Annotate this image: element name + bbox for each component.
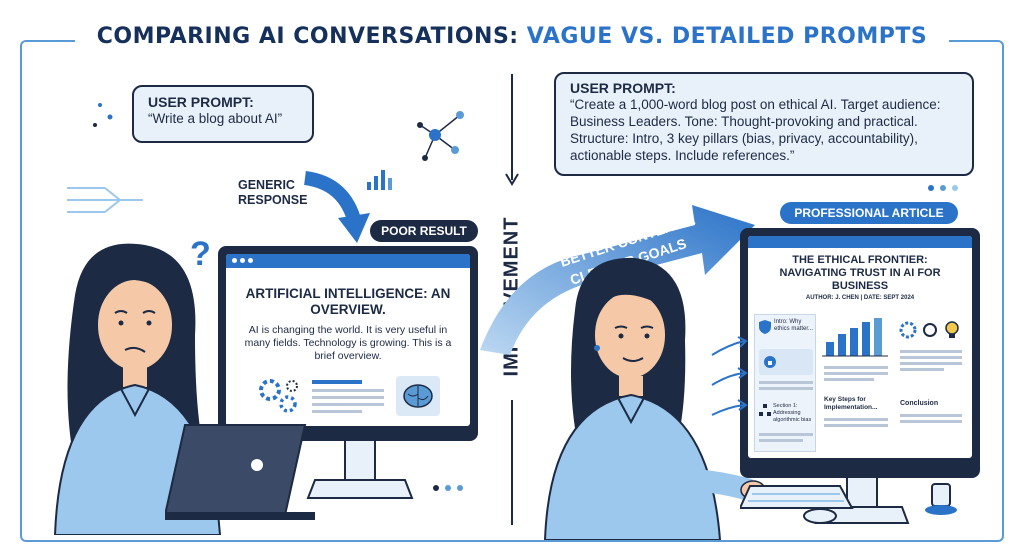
network-nodes-icon [417, 111, 464, 161]
dots-icon [928, 185, 958, 191]
left-screen: ARTIFICIAL INTELLIGENCE: AN OVERVIEW. AI… [226, 254, 470, 426]
response-arrow [303, 171, 370, 243]
right-browser-bar [748, 236, 972, 248]
right-section-steps: Key Steps for Implementation... [824, 396, 878, 411]
improvement-divider [505, 74, 519, 525]
left-browser-bar [226, 254, 470, 268]
professional-article-badge: PROFESSIONAL ARTICLE [780, 202, 958, 224]
left-monitor-stand [306, 440, 414, 499]
sparkle-dots-icon [93, 103, 113, 127]
left-prompt-bubble: USER PROMPT: “Write a blog about AI” [132, 85, 314, 143]
left-article-body: AI is changing the world. It is very use… [244, 324, 452, 362]
growth-chart-icon [822, 318, 888, 357]
progress-dots-icon [433, 485, 463, 491]
flow-arrows-icon [711, 336, 748, 416]
lock-card [759, 349, 813, 375]
gear-bulb-icons [899, 321, 959, 339]
right-section-intro: Intro: Why ethics matter... [774, 319, 814, 332]
page-title: COMPARING AI CONVERSATIONS: VAGUE VS. DE… [75, 24, 949, 49]
right-col-1: Intro: Why ethics matter... Section 1: A… [754, 314, 816, 452]
right-section-conclusion: Conclusion [900, 400, 939, 407]
right-article-byline: AUTHOR: J. CHEN | DATE: SEPT 2024 [805, 295, 915, 301]
right-col-2: Key Steps for Implementation... [820, 314, 892, 452]
svg-text:?: ? [190, 235, 211, 273]
left-article-media [259, 376, 440, 416]
left-prompt-text: “Write a blog about AI” [148, 111, 283, 126]
right-prompt-text: “Create a 1,000-word blog post on ethica… [570, 97, 941, 163]
right-screen: THE ETHICAL FRONTIER: NAVIGATING TRUST I… [748, 236, 972, 458]
left-article-title: ARTIFICIAL INTELLIGENCE: AN OVERVIEW. [245, 286, 451, 317]
focused-woman-illustration [543, 257, 766, 540]
lock-icon [764, 356, 776, 368]
left-prompt-label: USER PROMPT: [148, 94, 254, 110]
circuit-lines-icon [67, 187, 143, 213]
hierarchy-icon [759, 404, 771, 416]
right-prompt-bubble: USER PROMPT: “Create a 1,000-word blog p… [554, 72, 974, 176]
right-monitor-stand [814, 477, 910, 524]
title-part-1: COMPARING AI CONVERSATIONS: [96, 24, 519, 49]
right-col-3: Conclusion [896, 314, 966, 452]
laptop-illustration [165, 424, 315, 520]
right-section-bias: Section 1: Addressing algorithmic bias [773, 403, 812, 423]
right-article-grid: Intro: Why ethics matter... Section 1: A… [754, 314, 966, 454]
left-monitor: ARTIFICIAL INTELLIGENCE: AN OVERVIEW. AI… [218, 246, 478, 441]
right-monitor: THE ETHICAL FRONTIER: NAVIGATING TRUST I… [740, 228, 980, 478]
poor-result-badge: POOR RESULT [370, 220, 478, 242]
bar-chart-icon [367, 170, 392, 190]
right-prompt-label: USER PROMPT: [570, 80, 676, 96]
keyboard-mouse-illustration [740, 485, 854, 524]
title-part-2: VAGUE VS. DETAILED PROMPTS [526, 24, 928, 49]
generic-response-label: GENERIC RESPONSE [238, 178, 308, 207]
usb-hub-icon [925, 483, 957, 515]
shield-icon [759, 320, 771, 334]
right-article-title: THE ETHICAL FRONTIER: NAVIGATING TRUST I… [779, 254, 941, 292]
